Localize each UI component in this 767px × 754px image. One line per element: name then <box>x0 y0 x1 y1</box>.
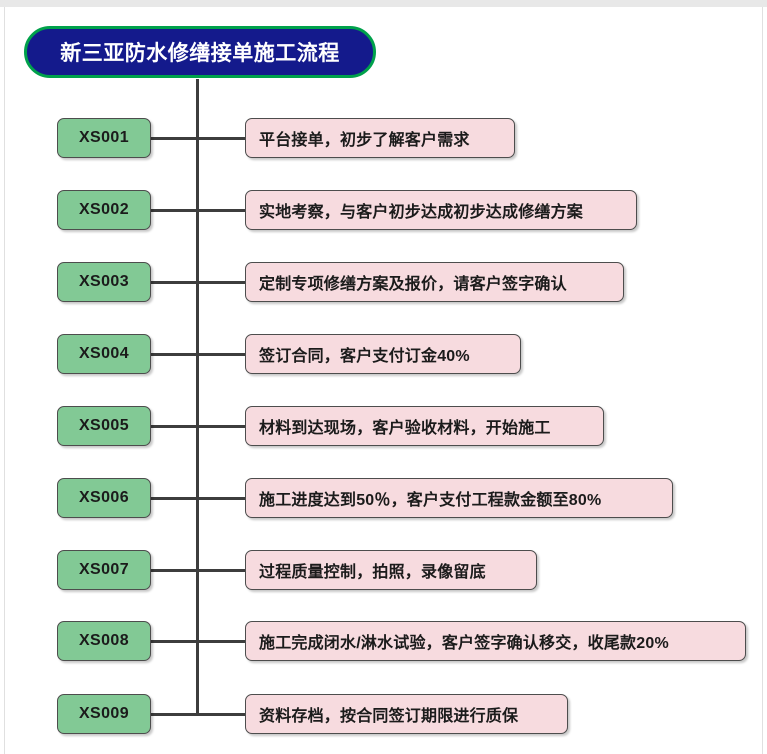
step-description-label: 施工进度达到50％，客户支付工程款金额至80% <box>259 492 602 509</box>
step-code-label: XS001 <box>78 129 130 146</box>
step-code-box[interactable]: XS005 <box>57 406 151 446</box>
step-code-label: XS009 <box>78 705 130 722</box>
connector-code-to-trunk <box>151 137 196 140</box>
connector-code-to-trunk <box>151 713 196 716</box>
connector-trunk-to-step <box>196 497 245 500</box>
step-code-box[interactable]: XS006 <box>57 478 151 518</box>
connector-trunk-to-step <box>196 569 245 572</box>
step-description-label: 签订合同，客户支付订金40% <box>259 348 470 365</box>
step-code-label: XS008 <box>78 632 130 649</box>
step-description-label: 平台接单，初步了解客户需求 <box>259 132 470 149</box>
step-description-box[interactable]: 过程质量控制，拍照，录像留底 <box>245 550 537 590</box>
step-description-label: 定制专项修缮方案及报价，请客户签字确认 <box>259 276 567 293</box>
connector-code-to-trunk <box>151 640 196 643</box>
step-description-box[interactable]: 资料存档，按合同签订期限进行质保 <box>245 694 568 734</box>
right-frame-border <box>762 7 763 754</box>
step-code-box[interactable]: XS001 <box>57 118 151 158</box>
top-band <box>0 0 767 7</box>
step-code-box[interactable]: XS004 <box>57 334 151 374</box>
step-description-label: 材料到达现场，客户验收材料，开始施工 <box>259 420 551 437</box>
step-code-box[interactable]: XS003 <box>57 262 151 302</box>
connector-code-to-trunk <box>151 569 196 572</box>
step-description-box[interactable]: 施工进度达到50％，客户支付工程款金额至80% <box>245 478 673 518</box>
left-frame-border <box>4 7 5 754</box>
connector-trunk-to-step <box>196 137 245 140</box>
step-description-label: 过程质量控制，拍照，录像留底 <box>259 564 486 581</box>
step-description-box[interactable]: 实地考察，与客户初步达成初步达成修缮方案 <box>245 190 637 230</box>
flowchart-title-label: 新三亚防水修缮接单施工流程 <box>60 42 340 65</box>
step-description-label: 施工完成闭水/淋水试验，客户签字确认移交，收尾款20% <box>259 635 669 652</box>
connector-code-to-trunk <box>151 425 196 428</box>
step-description-label: 资料存档，按合同签订期限进行质保 <box>259 708 519 725</box>
connector-trunk-to-step <box>196 713 245 716</box>
connector-trunk-to-step <box>196 281 245 284</box>
step-description-box[interactable]: 定制专项修缮方案及报价，请客户签字确认 <box>245 262 624 302</box>
step-description-label: 实地考察，与客户初步达成初步达成修缮方案 <box>259 204 584 221</box>
step-description-box[interactable]: 平台接单，初步了解客户需求 <box>245 118 515 158</box>
connector-code-to-trunk <box>151 497 196 500</box>
step-code-box[interactable]: XS008 <box>57 621 151 661</box>
step-description-box[interactable]: 材料到达现场，客户验收材料，开始施工 <box>245 406 604 446</box>
step-code-label: XS006 <box>78 489 130 506</box>
connector-code-to-trunk <box>151 281 196 284</box>
step-code-box[interactable]: XS002 <box>57 190 151 230</box>
step-description-box[interactable]: 施工完成闭水/淋水试验，客户签字确认移交，收尾款20% <box>245 621 746 661</box>
connector-trunk-to-step <box>196 353 245 356</box>
step-code-label: XS005 <box>78 417 130 434</box>
connector-code-to-trunk <box>151 209 196 212</box>
step-code-label: XS007 <box>78 561 130 578</box>
step-description-box[interactable]: 签订合同，客户支付订金40% <box>245 334 521 374</box>
connector-trunk-to-step <box>196 209 245 212</box>
trunk-connector-line <box>196 79 199 716</box>
connector-code-to-trunk <box>151 353 196 356</box>
step-code-label: XS004 <box>78 345 130 362</box>
connector-trunk-to-step <box>196 425 245 428</box>
step-code-label: XS002 <box>78 201 130 218</box>
connector-trunk-to-step <box>196 640 245 643</box>
step-code-box[interactable]: XS007 <box>57 550 151 590</box>
step-code-label: XS003 <box>78 273 130 290</box>
step-code-box[interactable]: XS009 <box>57 694 151 734</box>
flowchart-title: 新三亚防水修缮接单施工流程 <box>24 26 376 78</box>
